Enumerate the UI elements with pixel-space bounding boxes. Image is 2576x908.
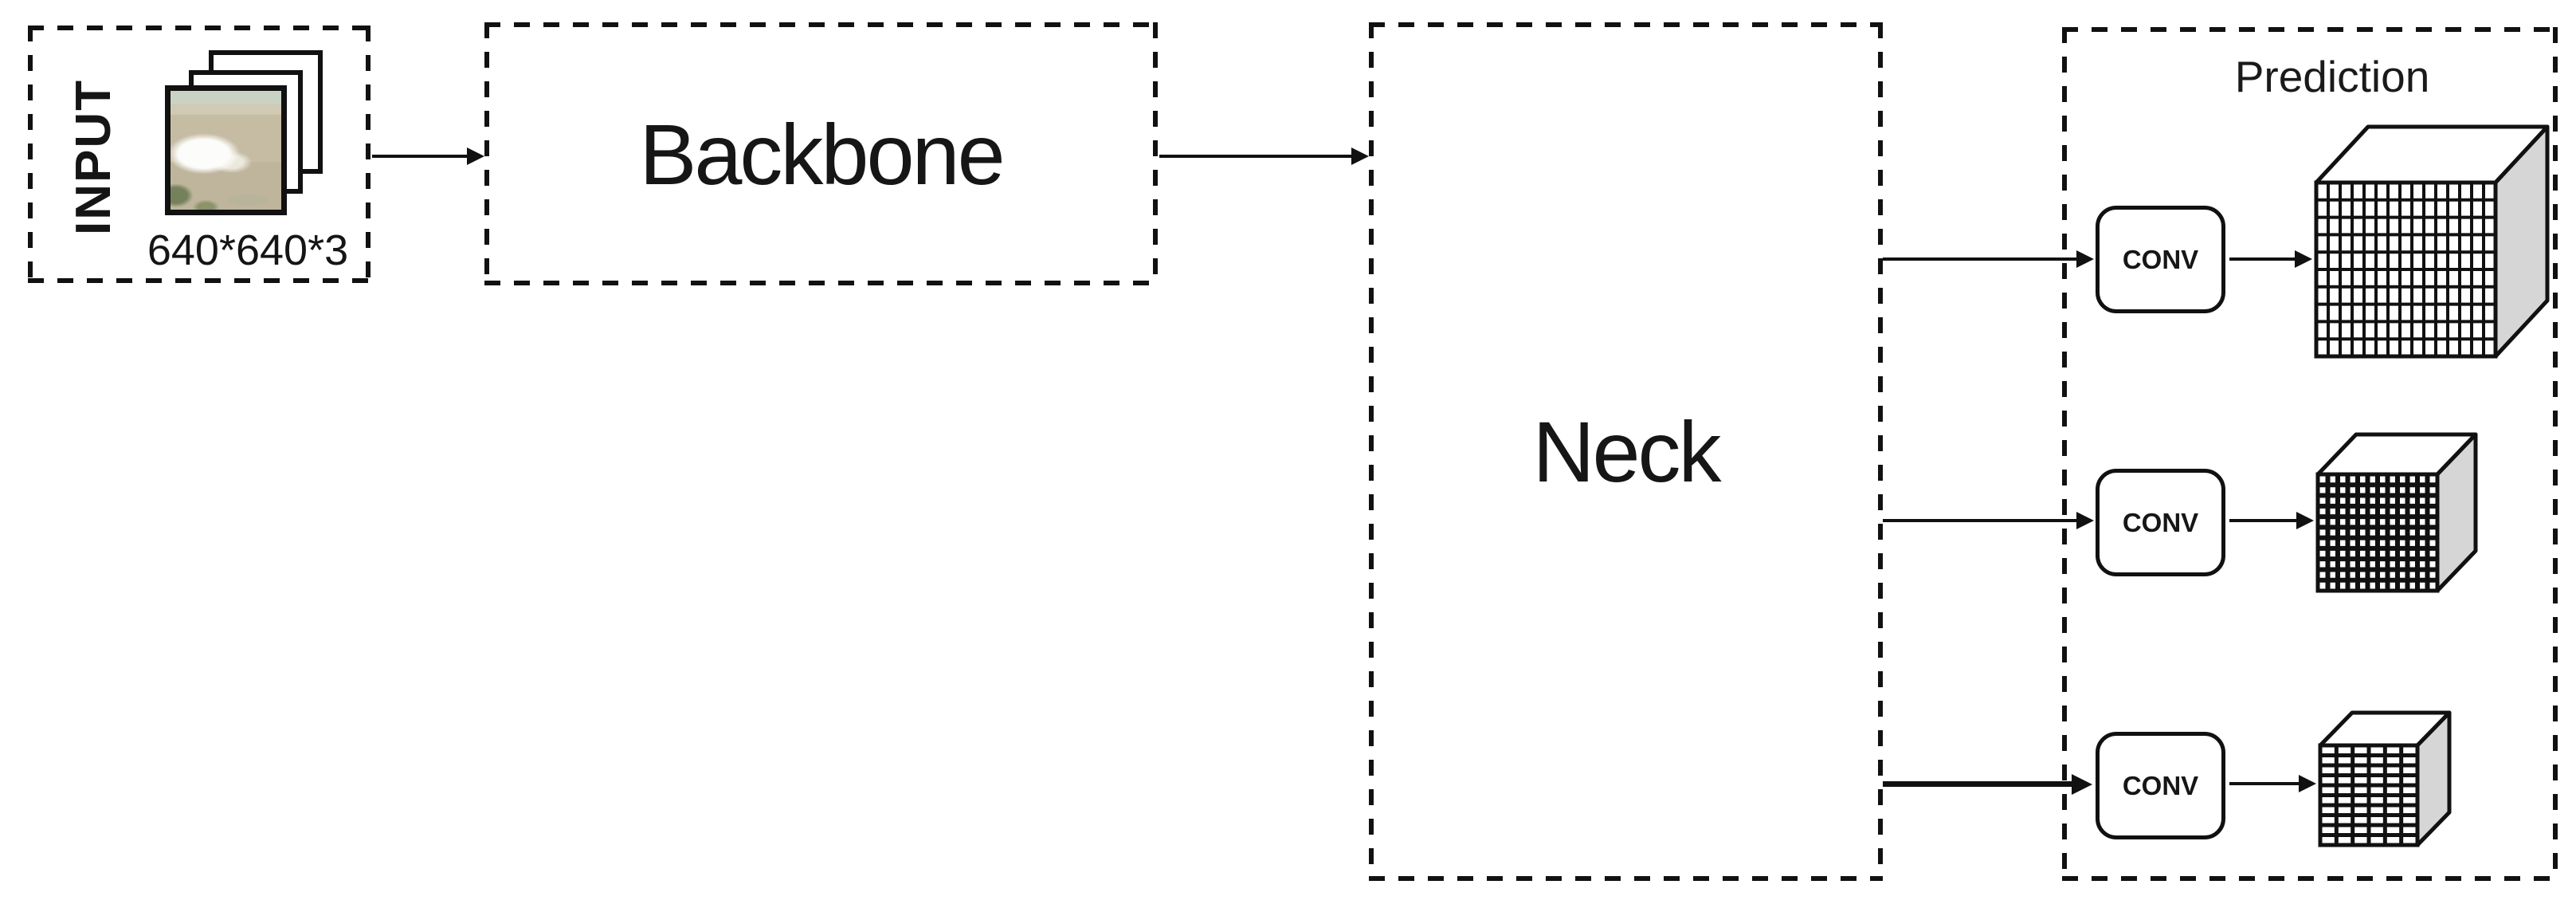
arrow-input-to-backbone (372, 155, 467, 158)
conv-box-2: CONV (2096, 469, 2225, 576)
arrow-neck-to-conv-3 (1883, 781, 2072, 787)
arrow-backbone-to-neck (1159, 155, 1351, 158)
prediction-title: Prediction (2234, 52, 2430, 101)
neck-label: Neck (1532, 403, 1721, 500)
conv-box-3: CONV (2096, 732, 2225, 839)
input-box: INPUT 640*640*3 (28, 26, 371, 283)
feature-map-cube-small (2316, 709, 2453, 849)
backbone-label: Backbone (639, 105, 1005, 202)
arrow-conv-to-cube-1 (2229, 257, 2295, 261)
arrow-conv-to-cube-2 (2229, 519, 2296, 522)
arrow-neck-to-conv-2 (1883, 519, 2076, 522)
conv-box-1: CONV (2096, 206, 2225, 313)
arrow-neck-to-conv-1 (1883, 257, 2076, 261)
backbone-box: Backbone (484, 22, 1158, 285)
arrow-conv-to-cube-3 (2229, 782, 2299, 785)
input-size-label: 640*640*3 (147, 226, 349, 274)
neck-box: Neck (1369, 22, 1883, 881)
feature-map-cube-medium (2314, 430, 2480, 595)
feature-map-cube-large (2312, 123, 2551, 360)
input-label: INPUT (65, 79, 121, 235)
field-photo-thumbnail (165, 85, 287, 215)
